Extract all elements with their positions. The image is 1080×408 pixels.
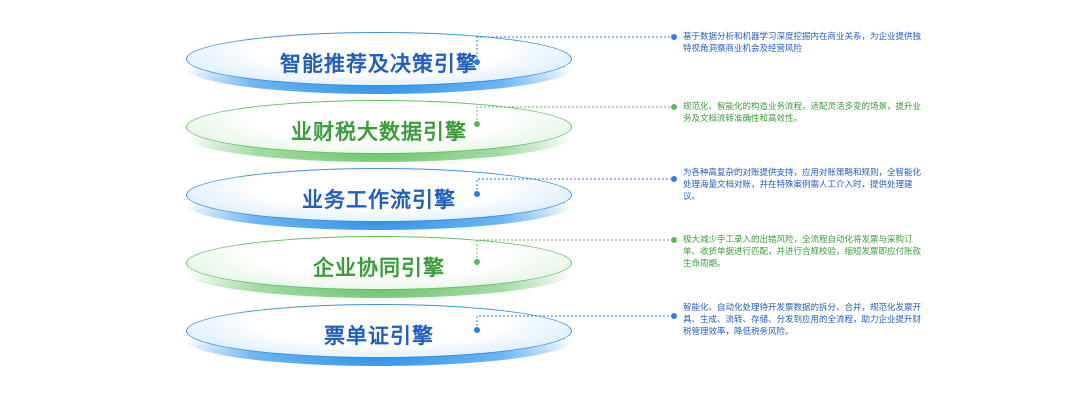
connector-1 [476,36,672,62]
connector-1-dot-end [671,34,677,40]
layer-disc-4 [186,236,572,298]
layer-description-1: 基于数据分析和机器学习深度挖掘内在商业关系，为企业提供独特视角洞察商业机会及经营… [683,32,922,54]
layer-disc-1-top [186,32,572,86]
layer-title-1: 智能推荐及决策引擎 [280,52,478,76]
layer-disc-5 [186,304,572,366]
layer-description-2: 规范化、智能化的构造业务流程，适配灵活多变的场景，提升业务及文档流转准确性和高效… [683,102,922,124]
layer-title-2: 业财税大数据引擎 [291,120,467,144]
connector-1-dot-start [474,59,480,65]
connector-4-dot-end [671,237,677,243]
connector-5-dot-end [671,313,677,319]
layer-disc-2 [186,100,572,162]
connector-2 [476,106,672,124]
connector-4-dot-start [474,259,480,265]
connector-3-dot-start [474,191,480,197]
connector-2-dot-end [671,104,677,110]
layer-description-5: 智能化、自动化处理待开发票数据的拆分、合并，规范化发票开具、生成、流转、存储、分… [683,303,922,337]
layer-description-4: 极大减少手工录入的出错风险，全流程自动化将发票与采购订单、收货单据进行匹配，并进… [683,235,922,269]
layer-disc-4-top [186,236,572,290]
connector-4 [476,239,672,262]
layer-title-3: 业务工作流引擎 [302,188,456,212]
layer-title-5: 票单证引擎 [324,324,434,348]
connector-5-dot-start [474,327,480,333]
layer-description-3: 为各种高复杂的对账提供支持，应用对账策略和规则，全智能化处理海量文档对账，并在特… [683,168,922,202]
connector-5 [476,315,672,330]
layer-disc-3-top [186,168,572,222]
layer-title-4: 企业协同引擎 [313,256,445,280]
layer-disc-3 [186,168,572,230]
layer-disc-5-top [186,304,572,358]
layer-disc-2-top [186,100,572,154]
connector-3 [476,178,672,194]
connector-3-dot-end [671,176,677,182]
layer-disc-1 [186,32,572,94]
connector-2-dot-start [474,121,480,127]
